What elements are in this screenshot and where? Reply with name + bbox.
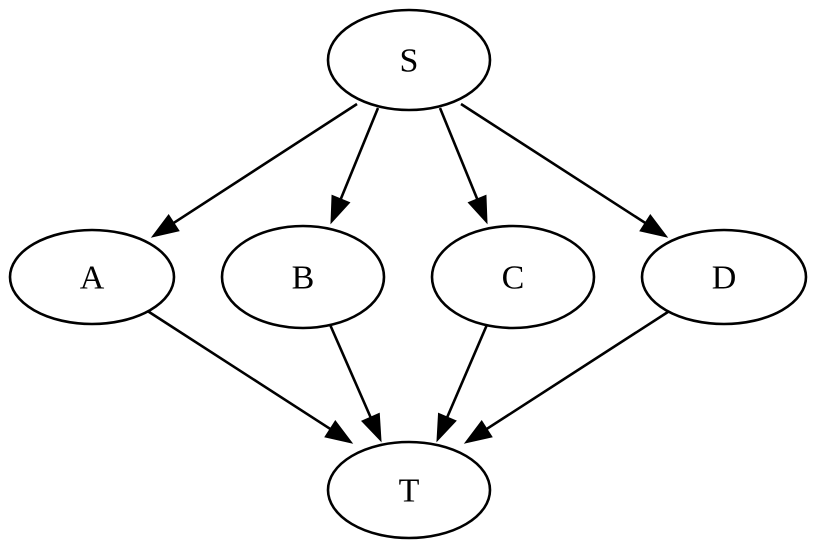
arrowhead-icon: [436, 412, 457, 443]
edge-a-to-t: [145, 308, 354, 444]
node-label: S: [400, 43, 419, 80]
arrowhead-icon: [463, 420, 493, 444]
edge-line: [480, 308, 672, 434]
arrowhead-icon: [361, 412, 382, 443]
edges-layer: [145, 102, 672, 444]
node-label: B: [292, 260, 315, 297]
edge-line: [438, 107, 482, 206]
node-shape[interactable]: [220, 224, 386, 330]
node-shape[interactable]: [326, 8, 492, 112]
arrowhead-icon: [639, 214, 669, 238]
arrowhead-icon: [324, 420, 354, 444]
arrowhead-icon: [330, 194, 351, 225]
edge-line: [460, 102, 652, 228]
node-label: T: [399, 473, 420, 510]
node-c[interactable]: C: [430, 224, 596, 330]
edge-s-to-b: [330, 107, 380, 225]
edge-line: [326, 319, 375, 425]
edge-line: [443, 319, 491, 425]
node-label: A: [80, 260, 105, 297]
node-b[interactable]: B: [220, 224, 386, 330]
arrowhead-icon: [150, 214, 180, 238]
edge-d-to-t: [463, 308, 672, 444]
node-shape[interactable]: [640, 228, 808, 326]
node-d[interactable]: D: [640, 228, 808, 326]
edge-s-to-c: [438, 107, 488, 225]
node-shape[interactable]: [8, 228, 176, 326]
node-shape[interactable]: [430, 224, 596, 330]
nodes-layer: S A B C D T: [8, 8, 808, 540]
edge-s-to-d: [460, 102, 669, 238]
edge-line: [145, 308, 337, 434]
node-shape[interactable]: [326, 440, 492, 540]
node-label: C: [502, 260, 525, 297]
arrowhead-icon: [467, 194, 488, 225]
node-a[interactable]: A: [8, 228, 176, 326]
node-s[interactable]: S: [326, 8, 492, 112]
edge-line: [336, 107, 380, 206]
edge-s-to-a: [150, 102, 358, 238]
edge-b-to-t: [326, 319, 382, 443]
edge-c-to-t: [436, 319, 491, 443]
edge-line: [167, 102, 358, 228]
node-label: D: [712, 260, 737, 297]
node-t[interactable]: T: [326, 440, 492, 540]
